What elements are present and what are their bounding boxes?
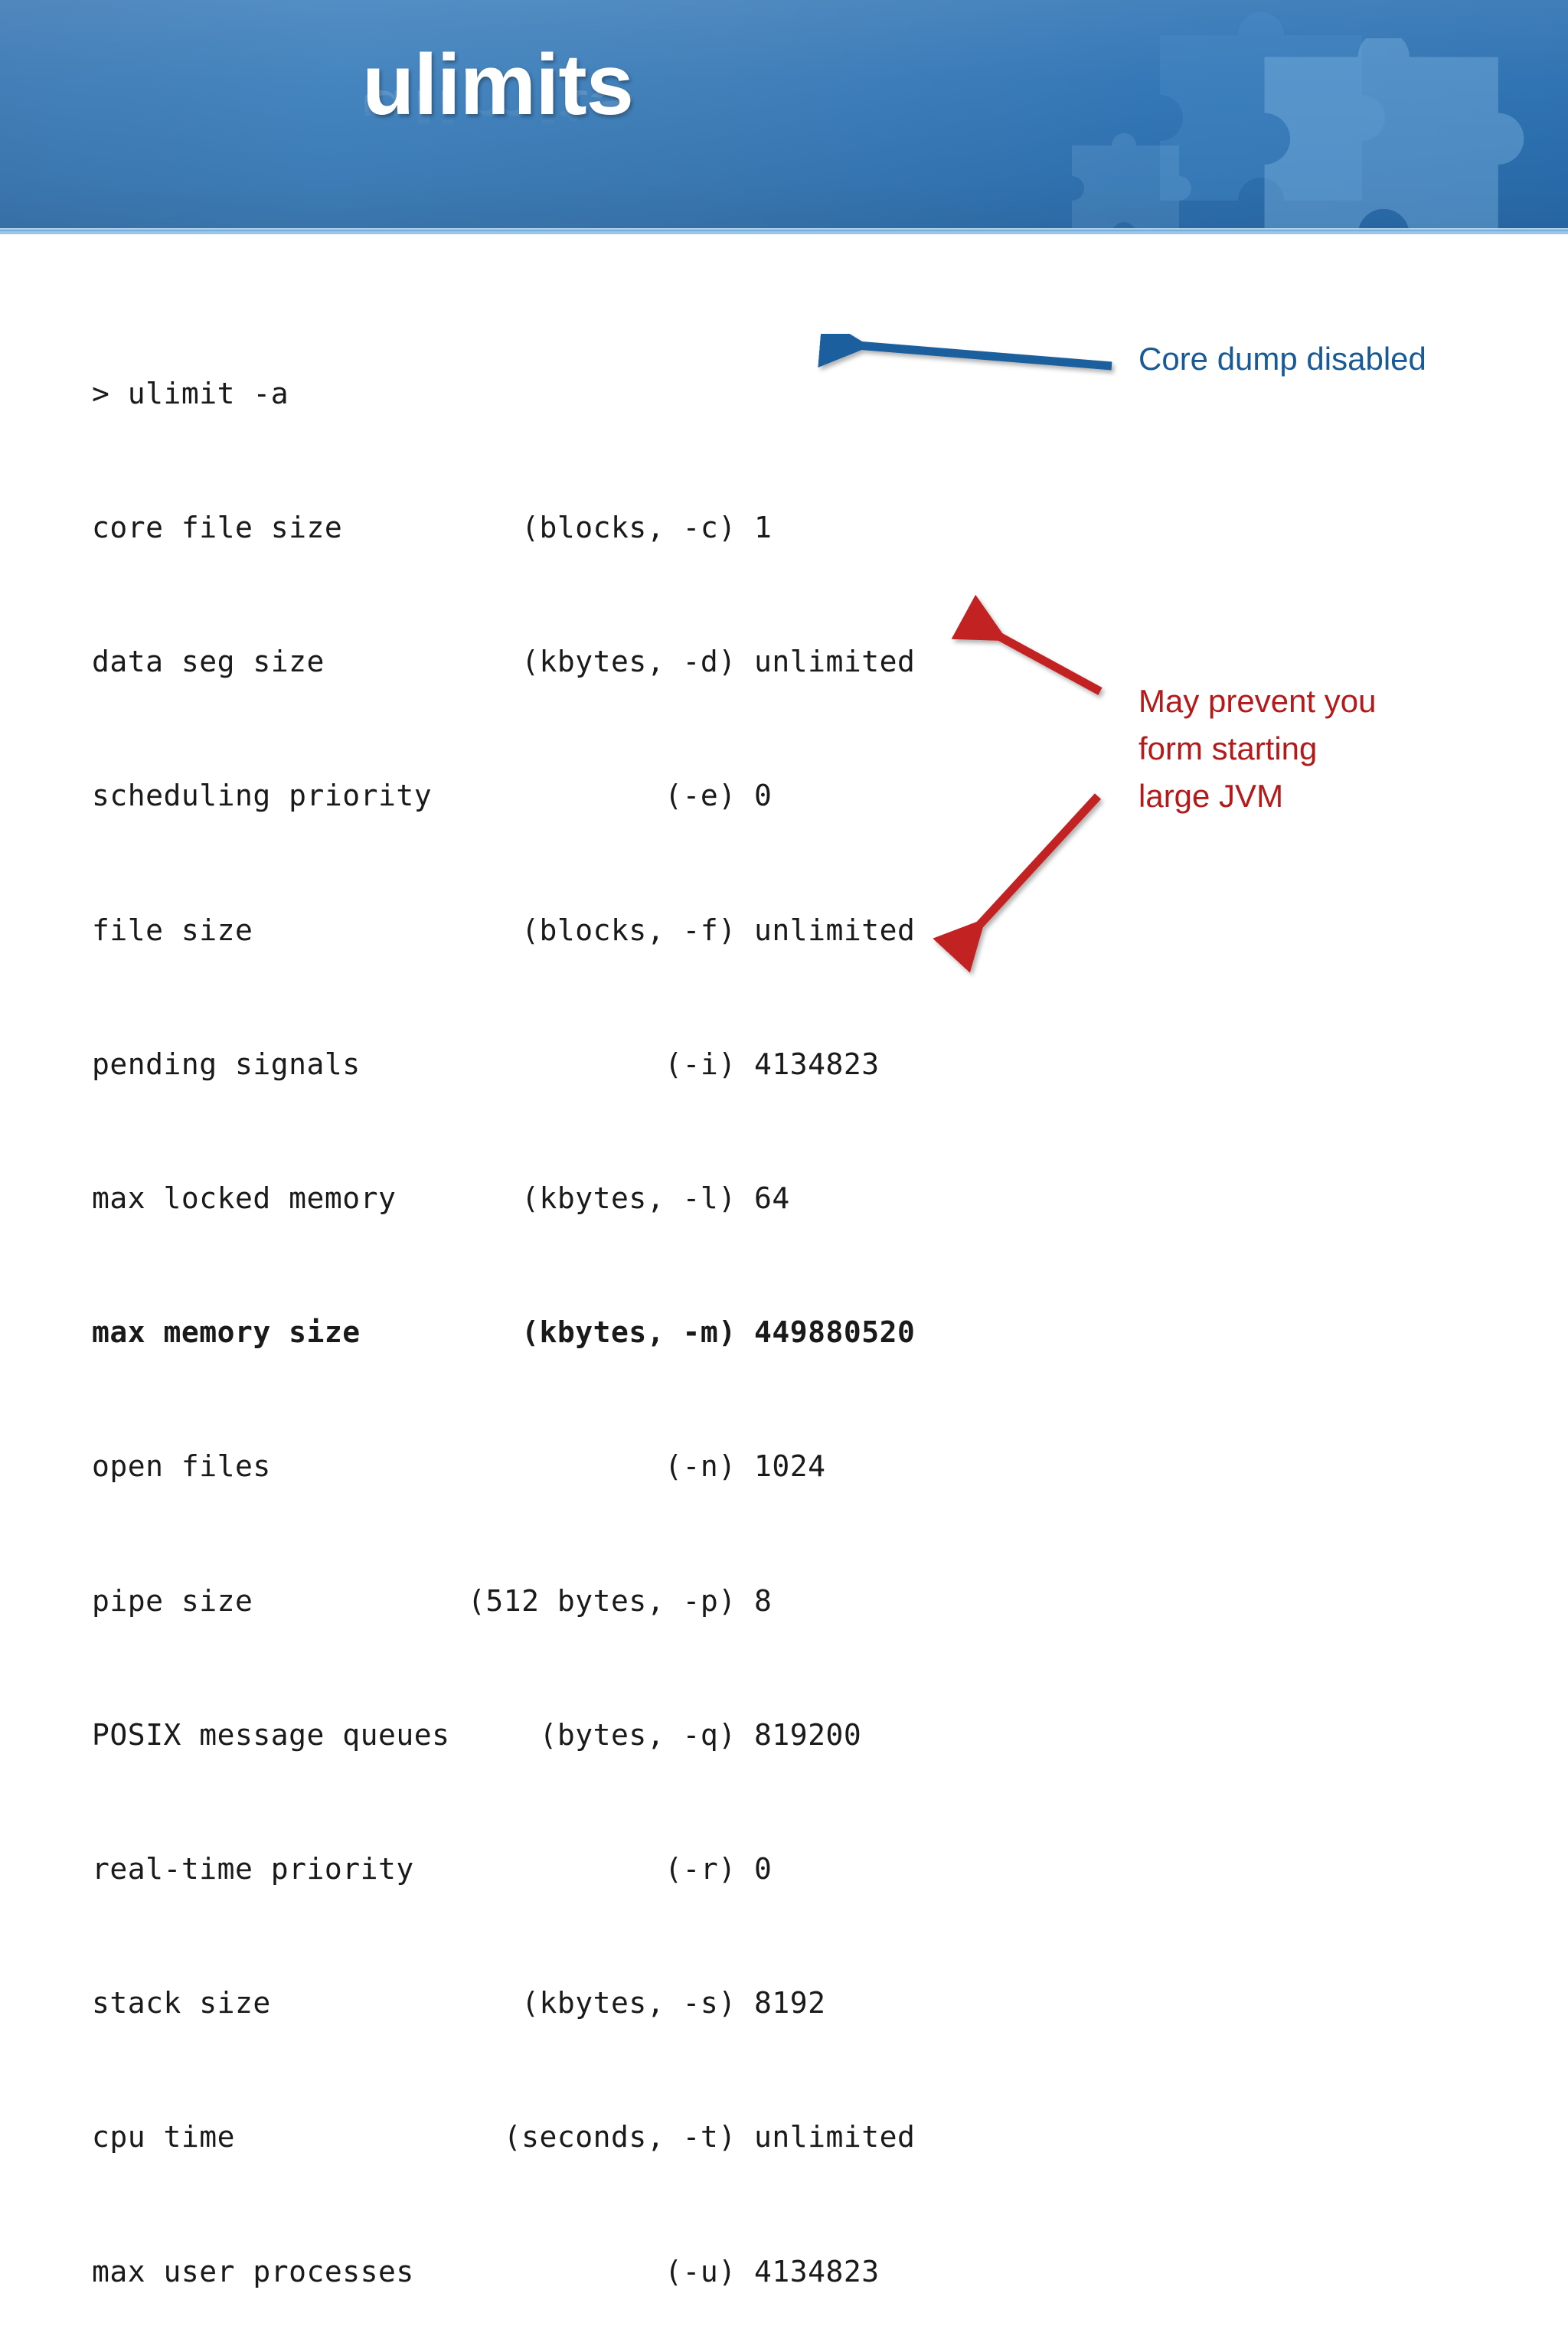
- terminal-line-prompt: > ulimit -a: [92, 376, 289, 410]
- puzzle-piece-icon-back: [1114, 8, 1436, 231]
- annotation-core-dump-disabled: Core dump disabled: [1138, 341, 1426, 377]
- puzzle-piece-icon-small: [1057, 130, 1225, 231]
- terminal-line-pending-signals: pending signals (-i) 4134823: [92, 1047, 880, 1081]
- terminal-line-real-time-priority: real-time priority (-r) 0: [92, 1852, 773, 1886]
- page-title: ulimits: [362, 37, 634, 132]
- annotation-jvm-line-1: May prevent you: [1138, 683, 1377, 719]
- puzzle-piece-icon-front: [1194, 38, 1554, 231]
- terminal-line-stack-size: stack size (kbytes, -s) 8192: [92, 1986, 826, 2020]
- terminal-line-file-size: file size (blocks, -f) unlimited: [92, 913, 916, 947]
- annotation-jvm: May prevent you form starting large JVM: [1138, 678, 1468, 820]
- terminal-line-cpu-time: cpu time (seconds, -t) unlimited: [92, 2120, 916, 2154]
- terminal-line-open-files: open files (-n) 1024: [92, 1449, 826, 1484]
- terminal-line-posix-message-queues: POSIX message queues (bytes, -q) 819200: [92, 1717, 862, 1752]
- terminal-line-data-seg-size: data seg size (kbytes, -d) unlimited: [92, 645, 916, 679]
- terminal-output: > ulimit -a core file size (blocks, -c) …: [92, 282, 915, 2352]
- header-divider: [0, 228, 1568, 231]
- terminal-line-core-file-size: core file size (blocks, -c) 1: [92, 511, 773, 545]
- annotation-jvm-line-2: form starting: [1138, 730, 1318, 766]
- arrow-virtual-memory: [933, 793, 1102, 973]
- annotation-jvm-line-3: large JVM: [1138, 778, 1284, 814]
- terminal-line-pipe-size: pipe size (512 bytes, -p) 8: [92, 1583, 773, 1618]
- arrow-max-memory-size: [951, 594, 1102, 695]
- terminal-line-max-memory-size: max memory size (kbytes, -m) 449880520: [92, 1315, 916, 1350]
- terminal-line-scheduling-priority: scheduling priority (-e) 0: [92, 779, 773, 813]
- terminal-line-max-locked-memory: max locked memory (kbytes, -l) 64: [92, 1181, 790, 1216]
- slide-header: ulimits ulimits: [0, 0, 1568, 234]
- terminal-line-max-user-processes: max user processes (-u) 4134823: [92, 2254, 880, 2288]
